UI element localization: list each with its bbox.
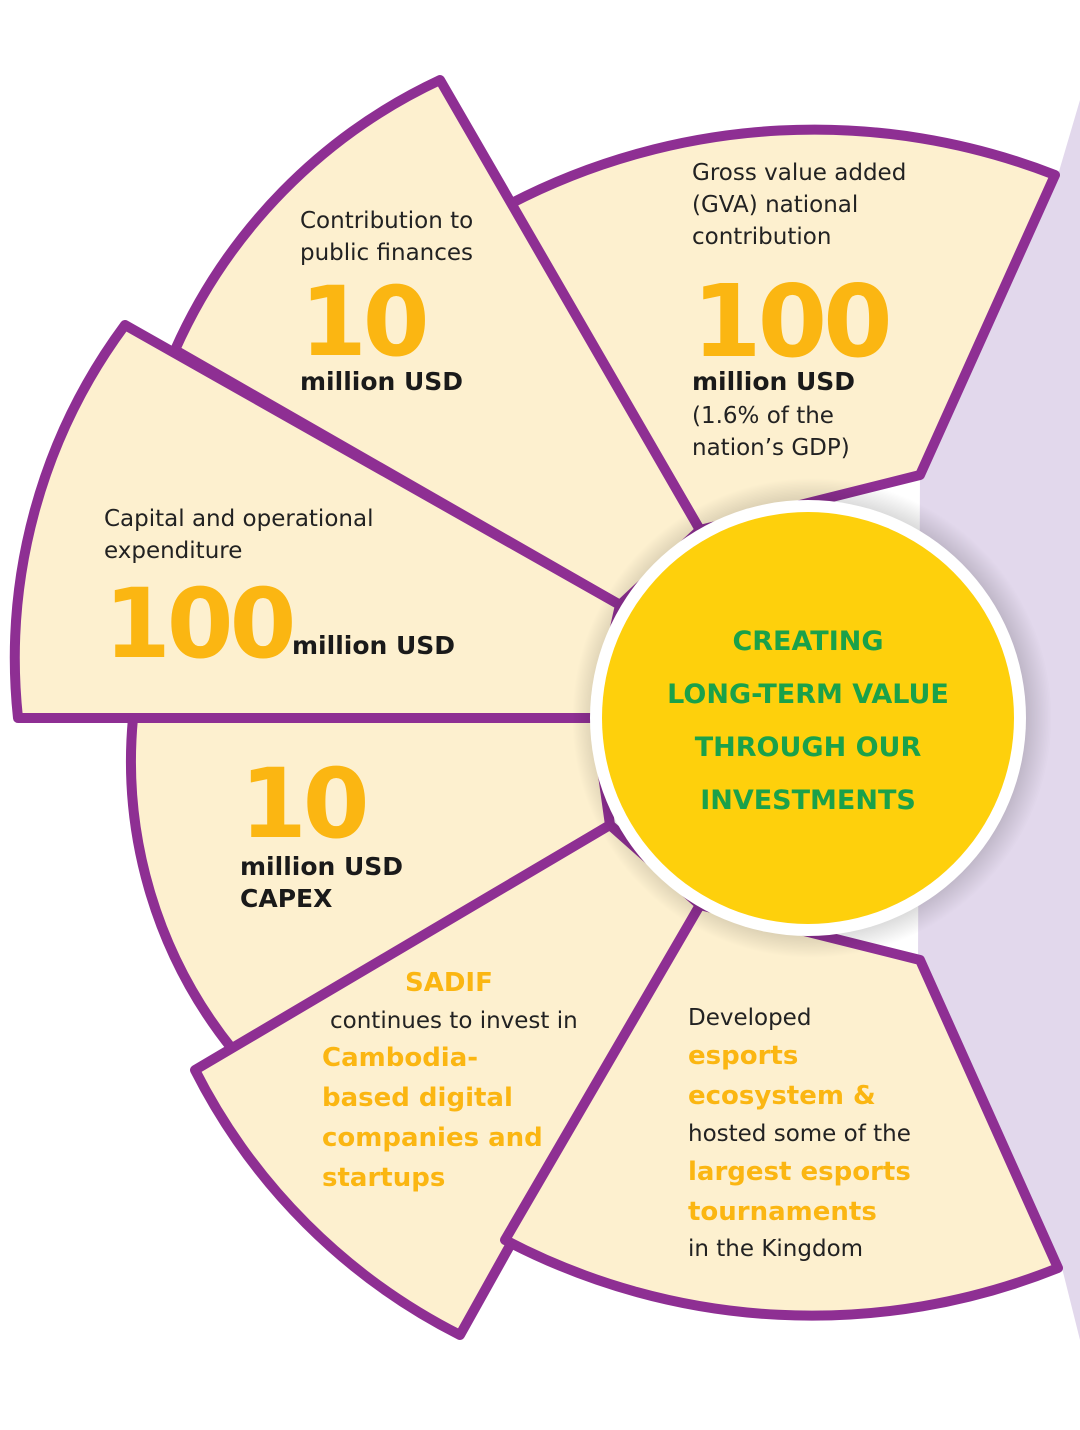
esports-line3: in the Kingdom [688, 1236, 864, 1262]
capex-unit-line2: CAPEX [240, 884, 333, 913]
sadif-highlight-line2: based digital [322, 1083, 513, 1113]
gva-label-line3: contribution [692, 224, 832, 250]
public-finances-label-line1: Contribution to [300, 208, 474, 234]
segment-capex [126, 713, 615, 1055]
esports-highlight-a: esports ecosystem & [688, 1036, 876, 1116]
center-circle [602, 512, 1014, 924]
esports-highlight-line3: largest esports [688, 1157, 911, 1187]
gva-note-line1: (1.6% of the [692, 403, 834, 429]
public-finances-value: 10 [300, 266, 430, 378]
esports-highlight-b: largest esports tournaments [688, 1152, 911, 1232]
public-finances-unit: million USD [300, 367, 464, 396]
center-title: CREATING LONG-TERM VALUE THROUGH OUR INV… [612, 615, 1004, 827]
expenditure-label-line2: expenditure [104, 538, 243, 564]
expenditure-unit: million USD [292, 631, 456, 660]
public-finances-label-line2: public finances [300, 240, 474, 266]
gva-label-line1: Gross value added [692, 160, 907, 186]
gva-note: (1.6% of the nation’s GDP) [692, 400, 850, 464]
esports-highlight-line2: ecosystem & [688, 1081, 876, 1111]
gva-label: Gross value added (GVA) national contrib… [692, 157, 906, 253]
center-title-line1: CREATING [732, 626, 884, 657]
segment-sadif [190, 820, 705, 1340]
sadif-highlight-line4: startups [322, 1163, 446, 1193]
expenditure-label-line1: Capital and operational [104, 506, 374, 532]
segment-public-finances [170, 75, 705, 610]
capex-value: 10 [240, 748, 370, 860]
segment-expenditure [9, 320, 625, 723]
esports-highlight-line4: tournaments [688, 1197, 877, 1227]
public-finances-label: Contribution to public finances [300, 205, 473, 269]
sadif-highlight: Cambodia- based digital companies and st… [322, 1038, 543, 1198]
gva-label-line2: (GVA) national [692, 192, 859, 218]
esports-line2: hosted some of the [688, 1121, 911, 1147]
expenditure-value: 100 [104, 568, 296, 680]
esports-highlight-line1: esports [688, 1041, 799, 1071]
gva-note-line2: nation’s GDP) [692, 435, 850, 461]
center-title-line2: LONG-TERM VALUE [667, 679, 949, 710]
center-title-line3: THROUGH OUR [694, 732, 922, 763]
sadif-highlight-line1: Cambodia- [322, 1043, 479, 1073]
gva-value: 100 [692, 263, 893, 380]
sadif-text: continues to invest in [330, 1008, 578, 1034]
sadif-name: SADIF [405, 968, 493, 998]
expenditure-label: Capital and operational expenditure [104, 503, 373, 567]
segment-esports [500, 900, 1063, 1321]
capex-unit-line1: million USD [240, 852, 404, 881]
sadif-highlight-line3: companies and [322, 1123, 543, 1153]
capex-unit: million USD CAPEX [240, 851, 403, 915]
esports-line1: Developed [688, 1005, 812, 1031]
gva-unit: million USD [692, 367, 856, 396]
center-title-line4: INVESTMENTS [700, 785, 916, 816]
